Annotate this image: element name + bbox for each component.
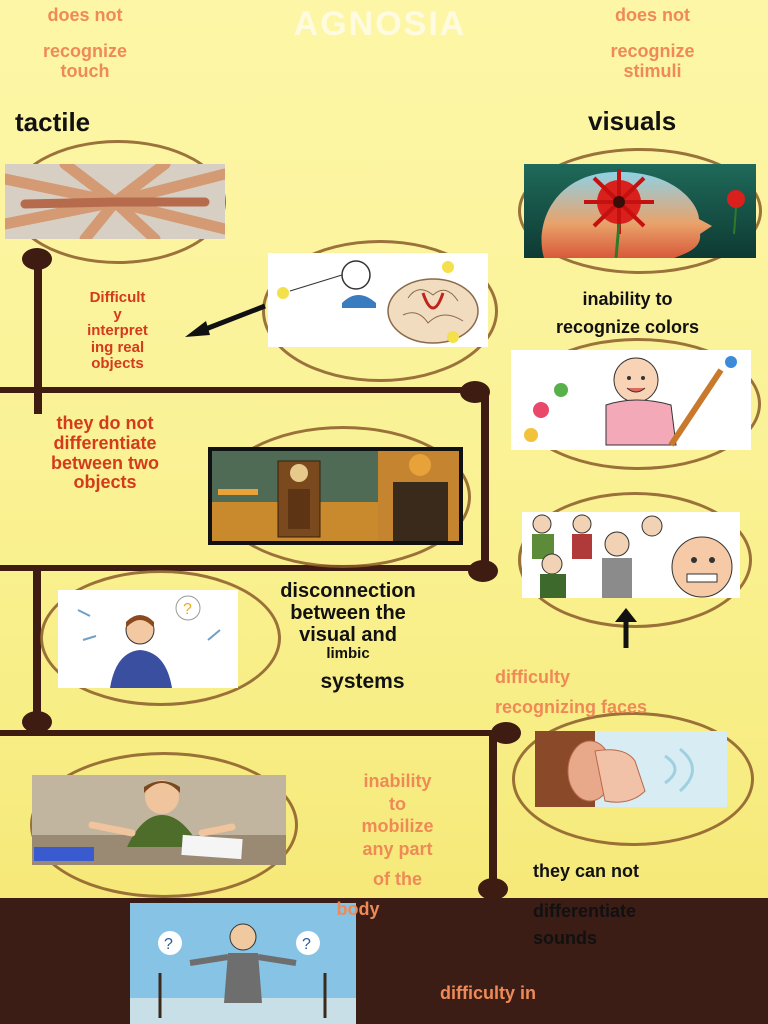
timeline-dot <box>22 711 52 733</box>
svg-text:?: ? <box>183 601 192 618</box>
difficulty-interpreting-text: Difficult y interpret ing real objects <box>87 289 148 372</box>
left-header-line3: touch <box>60 61 110 81</box>
cannot-differentiate-sounds-text: they can not <box>533 861 640 881</box>
arrow-up-icon <box>612 608 640 650</box>
inability-colors-text: inability to recognize colors <box>555 289 700 337</box>
timeline-horizontal-3 <box>0 730 505 736</box>
svg-text:?: ? <box>302 936 311 953</box>
baby-painting-image <box>511 350 751 450</box>
arrow-left-icon <box>180 300 270 340</box>
right-header-line2: recognize <box>610 41 695 61</box>
head-flower-image <box>524 164 756 258</box>
timeline-dot <box>491 722 521 744</box>
timeline-horizontal-1 <box>0 387 475 393</box>
timeline-horizontal-2 <box>0 565 480 571</box>
decorative-ring <box>512 712 754 846</box>
timeline-dot <box>478 878 508 900</box>
clock-man-image <box>208 447 463 545</box>
right-header-line1: does not <box>615 5 690 25</box>
difficulty-faces-text: difficulty recognizing faces <box>495 667 648 717</box>
brain-idea-image <box>268 253 488 347</box>
timeline-left-vertical-2 <box>33 566 41 722</box>
page-title: AGNOSIA <box>293 5 467 43</box>
category-tactile: tactile <box>15 107 91 137</box>
right-header-line3: stimuli <box>623 61 682 81</box>
not-differentiate-objects-text: they do not differentiate between two ob… <box>50 413 159 493</box>
left-header-line1: does not <box>47 5 123 25</box>
confused-man-image: ? ? <box>130 903 356 1024</box>
category-visuals: visuals <box>588 106 677 136</box>
faces-crowd-image <box>522 512 740 598</box>
decorative-ring <box>40 570 281 706</box>
hands-together-image <box>5 164 225 239</box>
timeline-dot <box>468 560 498 582</box>
timeline-dot <box>22 248 52 270</box>
svg-text:?: ? <box>164 936 173 953</box>
decorative-ring <box>518 492 752 628</box>
systems-text: systems <box>320 670 405 693</box>
disconnection-text: disconnection between the visual and lim… <box>280 580 416 662</box>
difficulty-in-text: difficulty in <box>440 983 536 1003</box>
boy-desk-image <box>32 775 286 865</box>
left-header-line2: recognize <box>42 41 128 61</box>
decorative-ring <box>518 148 762 274</box>
decorative-ring <box>262 240 498 382</box>
decorative-ring <box>30 752 298 898</box>
footer-band <box>0 898 768 1024</box>
timeline-dot <box>460 381 490 403</box>
body-text: body <box>336 899 380 919</box>
inability-mobilize-text: inability to mobilize any part of the <box>361 771 434 889</box>
ear-listening-image <box>535 731 727 807</box>
cannot-differentiate-sounds-text-2: differentiate sounds <box>533 901 637 948</box>
thinking-man-image: ? <box>58 590 238 688</box>
timeline-right-vertical-1 <box>481 390 489 570</box>
timeline-right-vertical-2 <box>489 732 497 887</box>
timeline-left-vertical-1 <box>34 258 42 414</box>
